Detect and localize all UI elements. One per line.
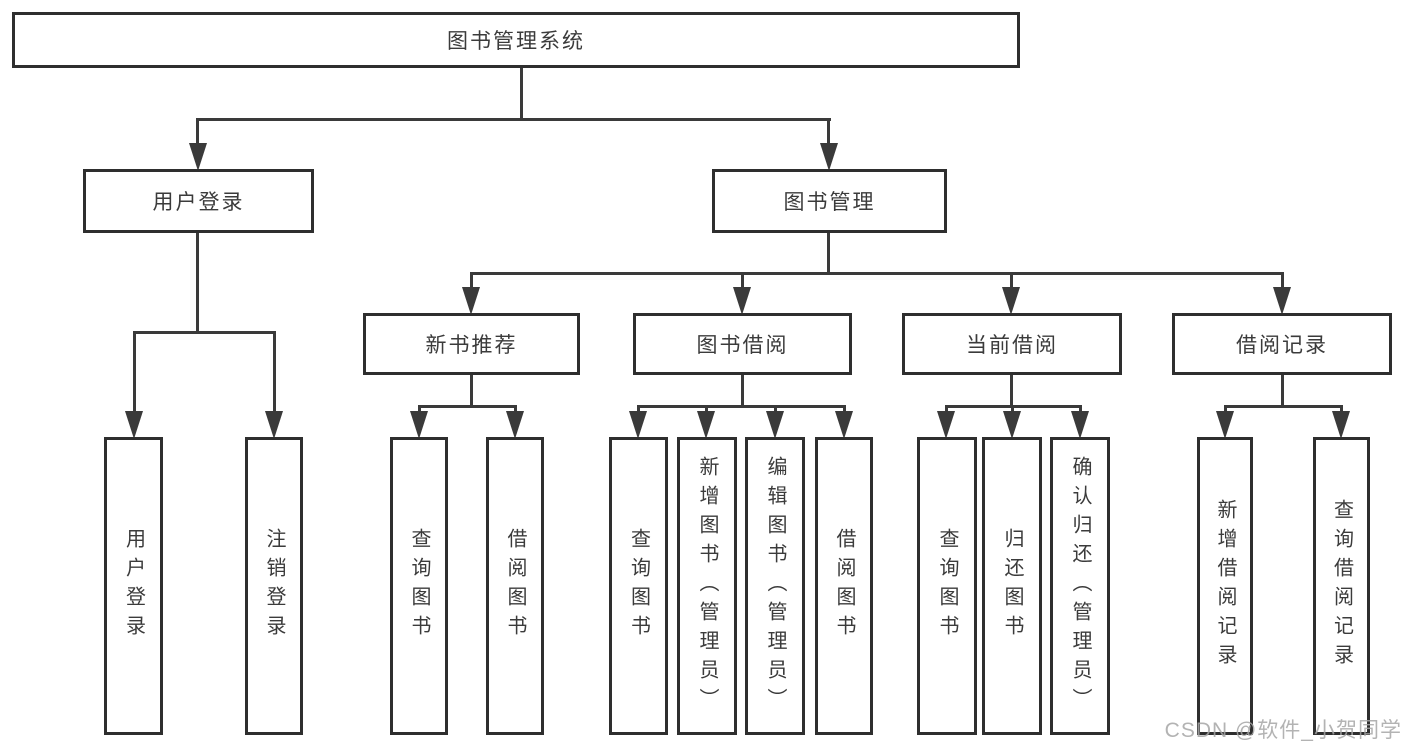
node-user-login-label: 用户登录 — [152, 191, 245, 214]
connector-stem-leaf — [1011, 405, 1014, 415]
arrowhead-down-icon — [629, 411, 647, 439]
connector-stem-leaf — [514, 405, 517, 415]
connector-stem-leaf — [945, 405, 948, 415]
node-new-book-rec-label: 新书推荐 — [425, 334, 518, 357]
arrowhead-down-icon — [820, 143, 838, 171]
arrowhead-down-icon — [766, 411, 784, 439]
leaf-add-books-admin: 新增图书（管理员） — [677, 437, 737, 735]
connector-current-borrow-stem — [1010, 375, 1013, 408]
leaf-borrow-books-2-label: 借阅图书 — [833, 528, 855, 644]
leaf-add-books-admin-label: 新增图书（管理员） — [696, 455, 718, 717]
leaf-edit-books-admin-label: 编辑图书（管理员） — [764, 455, 786, 717]
leaf-query-books-3: 查询图书 — [917, 437, 977, 735]
node-book-borrow-label: 图书借阅 — [696, 334, 789, 357]
arrowhead-down-icon — [265, 411, 283, 439]
arrowhead-down-icon — [189, 143, 207, 171]
arrowhead-down-icon — [1002, 287, 1020, 315]
node-borrow-records: 借阅记录 — [1172, 313, 1392, 375]
node-borrow-records-label: 借阅记录 — [1236, 334, 1328, 357]
arrowhead-down-icon — [1216, 411, 1234, 439]
leaf-confirm-return-admin: 确认归还（管理员） — [1050, 437, 1110, 735]
connector-root-stem — [520, 68, 523, 121]
leaf-borrow-books-2: 借阅图书 — [815, 437, 873, 735]
leaf-edit-books-admin: 编辑图书（管理员） — [745, 437, 805, 735]
node-root: 图书管理系统 — [12, 12, 1020, 68]
arrowhead-down-icon — [697, 411, 715, 439]
node-book-mgmt: 图书管理 — [712, 169, 947, 233]
csdn-watermark: CSDN @软件_小贺同学 — [1164, 719, 1402, 742]
leaf-query-borrow-record-label: 查询借阅记录 — [1330, 499, 1353, 673]
connector-borrow-records-stem — [1281, 375, 1284, 408]
arrowhead-down-icon — [410, 411, 428, 439]
arrowhead-down-icon — [937, 411, 955, 439]
connector-stem-current-borrow — [1010, 272, 1013, 290]
connector-stem-leaf — [705, 405, 708, 415]
leaf-logout-label: 注销登录 — [263, 528, 285, 644]
arrowhead-down-icon — [506, 411, 524, 439]
leaf-query-borrow-record: 查询借阅记录 — [1313, 437, 1370, 735]
connector-book-mgmt-stem — [827, 233, 830, 275]
leaf-add-borrow-record-label: 新增借阅记录 — [1214, 499, 1236, 673]
leaf-user-login: 用户登录 — [104, 437, 163, 735]
arrowhead-down-icon — [1003, 411, 1021, 439]
connector-stem-borrow-records — [1281, 272, 1284, 290]
leaf-return-books: 归还图书 — [982, 437, 1042, 735]
connector-stem-leaf — [1224, 405, 1227, 415]
connector-stem-leaf — [273, 331, 276, 415]
leaf-query-books-1-label: 查询图书 — [408, 528, 430, 644]
node-current-borrow: 当前借阅 — [902, 313, 1122, 375]
leaf-return-books-label: 归还图书 — [1001, 528, 1023, 644]
leaf-query-books-1: 查询图书 — [390, 437, 448, 735]
arrowhead-down-icon — [1071, 411, 1089, 439]
connector-stem-leaf — [133, 331, 136, 415]
node-new-book-rec: 新书推荐 — [363, 313, 580, 375]
arrowhead-down-icon — [462, 287, 480, 315]
connector-stem-user-login — [196, 118, 199, 148]
connector-borrow-records-split — [1224, 405, 1343, 408]
connector-user-login-stem — [196, 233, 199, 334]
connector-stem-book-borrow — [741, 272, 744, 290]
leaf-query-books-3-label: 查询图书 — [936, 528, 958, 644]
connector-stem-book-mgmt — [827, 118, 830, 148]
connector-book-mgmt-split — [470, 272, 1284, 275]
connector-stem-leaf — [1079, 405, 1082, 415]
connector-new-book-split — [418, 405, 517, 408]
connector-stem-leaf — [843, 405, 846, 415]
arrowhead-down-icon — [1273, 287, 1291, 315]
leaf-borrow-books-1-label: 借阅图书 — [504, 528, 526, 644]
connector-book-borrow-split — [637, 405, 846, 408]
node-root-label: 图书管理系统 — [447, 30, 585, 53]
connector-new-book-stem — [470, 375, 473, 408]
leaf-user-login-label: 用户登录 — [122, 528, 145, 644]
node-book-mgmt-label: 图书管理 — [783, 191, 876, 214]
leaf-query-books-2-label: 查询图书 — [627, 528, 650, 644]
connector-user-login-split — [133, 331, 276, 334]
leaf-add-borrow-record: 新增借阅记录 — [1197, 437, 1253, 735]
connector-stem-leaf — [637, 405, 640, 415]
arrowhead-down-icon — [733, 287, 751, 315]
connector-stem-new-book — [470, 272, 473, 290]
arrowhead-down-icon — [835, 411, 853, 439]
connector-stem-leaf — [774, 405, 777, 415]
leaf-query-books-2: 查询图书 — [609, 437, 668, 735]
connector-stem-leaf — [418, 405, 421, 415]
arrowhead-down-icon — [1332, 411, 1350, 439]
node-user-login: 用户登录 — [83, 169, 314, 233]
arrowhead-down-icon — [125, 411, 143, 439]
connector-stem-leaf — [1340, 405, 1343, 415]
leaf-logout: 注销登录 — [245, 437, 303, 735]
leaf-borrow-books-1: 借阅图书 — [486, 437, 544, 735]
connector-root-split — [197, 118, 831, 121]
leaf-confirm-return-admin-label: 确认归还（管理员） — [1069, 455, 1091, 717]
connector-book-borrow-stem — [741, 375, 744, 408]
node-book-borrow: 图书借阅 — [633, 313, 852, 375]
node-current-borrow-label: 当前借阅 — [966, 334, 1058, 357]
